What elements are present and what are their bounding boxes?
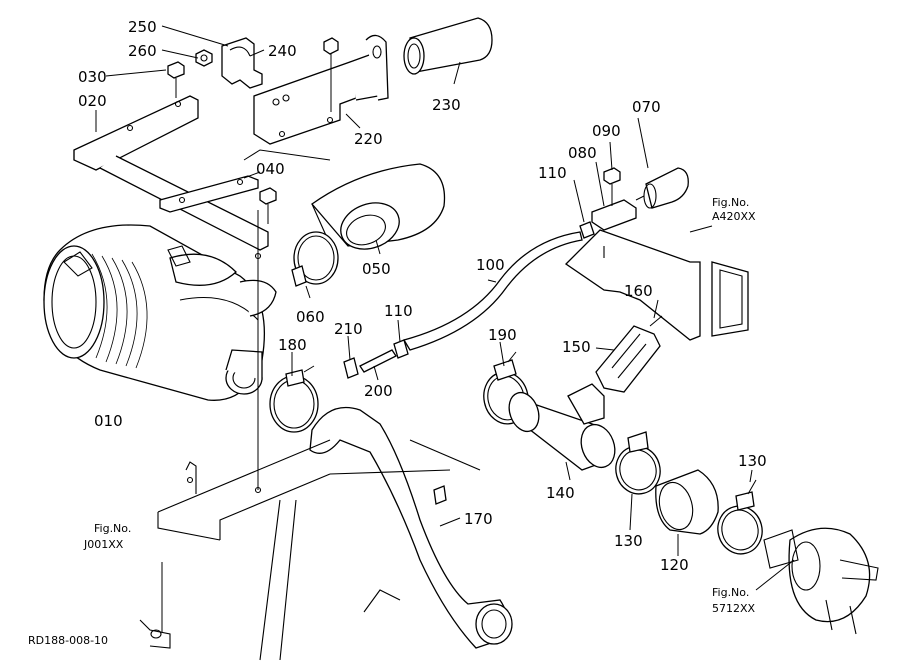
part-210-clip	[343, 357, 359, 379]
part-060-clamp	[291, 231, 339, 287]
callout-030: 030	[78, 68, 107, 86]
part-070-sensor	[635, 167, 689, 209]
part-130-clamp-a	[615, 431, 661, 495]
part-010-air-cleaner	[43, 224, 277, 401]
callout-070: 070	[632, 98, 661, 116]
callout-210: 210	[334, 320, 363, 338]
callout-150: 150	[562, 338, 591, 356]
part-250-clip	[221, 37, 263, 89]
callout-080: 080	[568, 144, 597, 162]
callout-170: 170	[464, 510, 493, 528]
callout-110-upper: 110	[538, 164, 567, 182]
leader-lines	[95, 25, 795, 632]
fig-ref-5712-line1: Fig.No.	[712, 586, 749, 599]
part-140-tube	[508, 383, 616, 471]
fig-ref-j001-line1: Fig.No.	[94, 522, 131, 535]
turbocharger-inlet	[763, 527, 879, 635]
callout-240: 240	[268, 42, 297, 60]
callout-130-right: 130	[738, 452, 767, 470]
callout-010: 010	[94, 412, 123, 430]
mounting-frame	[139, 439, 481, 661]
part-200-pipe	[359, 339, 409, 373]
a420-bracket	[564, 229, 749, 341]
fig-ref-a420-line2: A420XX	[712, 210, 756, 223]
part-110-clamp-upper	[579, 221, 595, 239]
part-100-hose	[403, 231, 583, 351]
callout-220: 220	[354, 130, 383, 148]
callout-110-lower: 110	[384, 302, 413, 320]
fig-ref-j001-line2: J001XX	[83, 538, 124, 551]
callout-180: 180	[278, 336, 307, 354]
part-180-clamp	[269, 365, 319, 433]
part-130-clamp-b	[717, 479, 763, 555]
callout-250: 250	[128, 18, 157, 36]
drawing-code: RD188-008-10	[28, 634, 108, 647]
callout-260: 260	[128, 42, 157, 60]
callout-050: 050	[362, 260, 391, 278]
callout-120: 120	[660, 556, 689, 574]
callout-230: 230	[432, 96, 461, 114]
part-160-bolt	[649, 315, 663, 327]
part-150-bracket	[595, 325, 661, 393]
callout-020: 020	[78, 92, 107, 110]
part-020-bracket	[73, 95, 269, 260]
part-220-bolt	[323, 37, 339, 112]
figure-references: Fig.No. A420XX Fig.No. J001XX Fig.No. 57…	[83, 196, 756, 615]
part-040-bolt	[259, 187, 277, 224]
part-120-sleeve	[655, 469, 719, 535]
part-230-tube	[403, 17, 493, 75]
part-260-nut	[195, 49, 213, 67]
callout-140: 140	[546, 484, 575, 502]
fig-ref-a420-line1: Fig.No.	[712, 196, 749, 209]
callout-130-left: 130	[614, 532, 643, 550]
part-170-pipe	[309, 406, 513, 649]
fig-ref-5712-line2: 5712XX	[712, 602, 756, 615]
callout-190: 190	[488, 326, 517, 344]
callout-160: 160	[624, 282, 653, 300]
callout-060: 060	[296, 308, 325, 326]
callout-040: 040	[256, 160, 285, 178]
callout-200: 200	[364, 382, 393, 400]
callout-100: 100	[476, 256, 505, 274]
part-030-bolt	[167, 61, 185, 98]
callout-090: 090	[592, 122, 621, 140]
part-080-fitting	[591, 167, 637, 231]
callout-labels: 250 260 240 030 020 230 220 040 050 070 …	[78, 18, 767, 574]
